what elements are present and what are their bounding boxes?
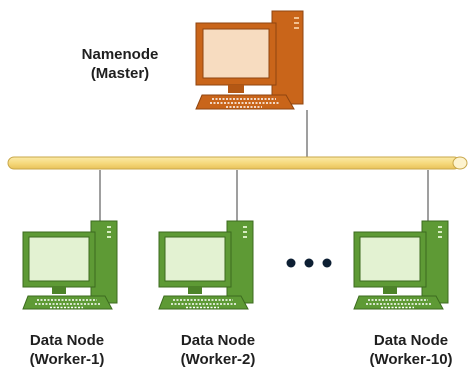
worker-10-label: Data Node (Worker-10) [356, 331, 466, 369]
worker-label-line2: (Worker-1) [29, 351, 105, 368]
worker-1-computer-icon [22, 220, 118, 310]
worker-2-computer-icon [158, 220, 254, 310]
worker-label-line2: (Worker-2) [180, 351, 256, 368]
network-bus [7, 156, 468, 170]
namenode-computer-icon [195, 10, 304, 110]
worker-label-line1: Data Node [180, 332, 256, 349]
worker-2-label: Data Node (Worker-2) [163, 331, 273, 369]
namenode-label-line1: Namenode [81, 46, 159, 63]
worker-label-line1: Data Node [373, 332, 449, 349]
worker-label-line2: (Worker-10) [369, 351, 453, 368]
worker-label-line1: Data Node [29, 332, 105, 349]
worker-10-computer-icon [353, 220, 449, 310]
namenode-label-line2: (Master) [90, 65, 150, 82]
ellipsis-dots-icon [286, 258, 332, 268]
namenode-label: Namenode (Master) [60, 45, 180, 83]
worker-1-label: Data Node (Worker-1) [12, 331, 122, 369]
